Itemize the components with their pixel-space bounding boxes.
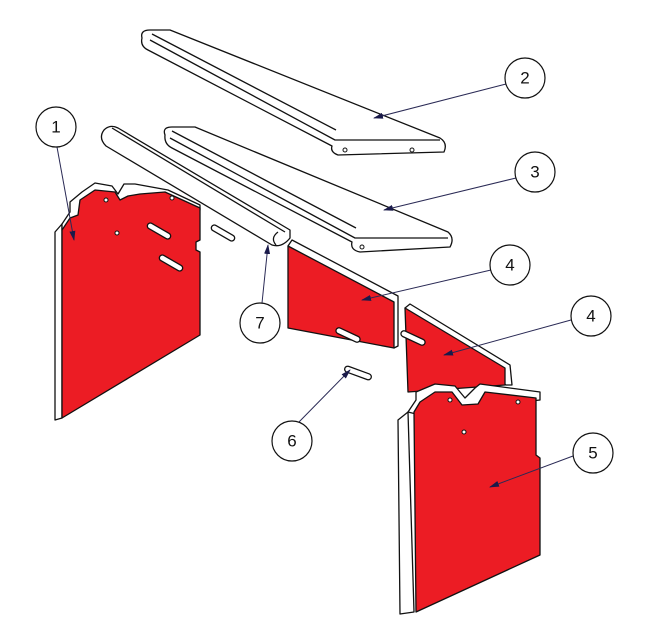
callout-2: 2	[504, 57, 546, 99]
upper-baffle-board	[140, 29, 446, 156]
leader-lines	[56, 83, 574, 488]
callout-label: 7	[255, 314, 264, 333]
callout-label: 4	[586, 307, 595, 326]
callout-3: 3	[514, 151, 556, 193]
callout-label: 5	[588, 444, 597, 463]
callout-label: 2	[520, 69, 529, 88]
callout-label: 6	[287, 432, 296, 451]
right-side-panel	[397, 383, 541, 615]
callout-label: 3	[530, 163, 539, 182]
lower-baffle-board	[163, 126, 453, 253]
support-tube	[100, 125, 291, 247]
callout-label: 1	[51, 118, 60, 137]
connecting-pin	[344, 365, 372, 381]
callout-4a: 4	[489, 244, 531, 286]
callout-6: 6	[271, 420, 313, 462]
callout-label: 4	[505, 256, 514, 275]
rear-panel-right	[400, 303, 513, 393]
connecting-pin-upper	[210, 224, 236, 242]
rear-panel-left	[287, 239, 399, 349]
left-side-panel	[54, 182, 201, 421]
callout-7: 7	[239, 302, 281, 344]
callout-4b: 4	[570, 295, 612, 337]
callout-5: 5	[572, 432, 614, 474]
callout-1: 1	[35, 106, 77, 148]
